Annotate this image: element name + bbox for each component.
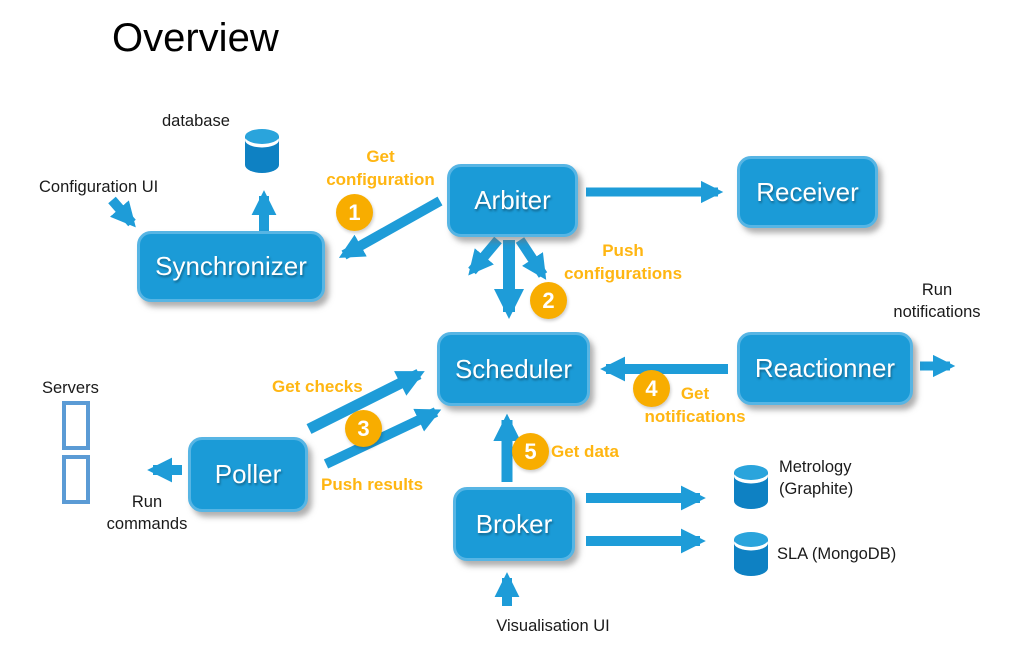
metrology-label: Metrology (Graphite) <box>779 458 854 499</box>
arrow-poller-push-results <box>323 407 442 469</box>
server-icon <box>62 455 90 504</box>
flow-label-get-configuration: Get configuration <box>326 147 435 189</box>
page-title: Overview <box>112 16 279 60</box>
flow-label-get-data: Get data <box>551 442 620 461</box>
database-label: database <box>162 112 230 130</box>
run-notifications-label: Run notifications <box>893 281 981 322</box>
node-scheduler: Scheduler <box>437 332 590 406</box>
node-receiver: Receiver <box>737 156 878 228</box>
visualisation-ui-label: Visualisation UI <box>496 617 610 635</box>
node-broker: Broker <box>453 487 575 561</box>
configuration-ui-label: Configuration UI <box>39 178 159 196</box>
server-icon <box>62 401 90 450</box>
metrology-database-icon <box>734 465 768 509</box>
node-arbiter: Arbiter <box>447 164 578 237</box>
flow-label-push-results: Push results <box>321 475 424 494</box>
arrow-poller-get-checks <box>306 369 425 434</box>
step-1-badge: 1 <box>336 194 373 231</box>
node-arbiter-label: Arbiter <box>474 185 551 215</box>
arrow-arbiter-to-synchronizer <box>338 196 443 260</box>
step-4-badge: 4 <box>633 370 670 407</box>
node-scheduler-label: Scheduler <box>454 353 573 384</box>
flow-label-get-checks: Get checks <box>272 377 363 396</box>
sla-label: SLA (MongoDB) <box>777 545 897 563</box>
database-icon <box>245 129 279 173</box>
node-synchronizer: Synchronizer <box>137 231 325 302</box>
arrow-configui-to-synchronizer <box>108 196 136 228</box>
flow-label-push-configurations: Push configurations <box>563 241 683 283</box>
arrow-arbiter-fan-left <box>468 236 502 276</box>
node-reactionner: Reactionner <box>737 332 913 405</box>
sla-database-icon <box>734 532 768 576</box>
step-1-number: 1 <box>348 199 361 225</box>
node-reactionner-label: Reactionner <box>754 353 896 383</box>
node-synchronizer-label: Synchronizer <box>155 251 307 281</box>
step-2-badge: 2 <box>530 282 567 319</box>
node-receiver-label: Receiver <box>756 176 859 207</box>
step-4-number: 4 <box>645 375 658 401</box>
arrow-arbiter-fan-right <box>515 237 548 280</box>
step-5-badge: 5 <box>512 433 549 470</box>
node-poller: Poller <box>188 437 308 512</box>
flow-label-get-notifications: Get notifications <box>644 384 746 426</box>
step-3-badge: 3 <box>345 410 382 447</box>
node-poller-label: Poller <box>214 459 282 489</box>
step-3-number: 3 <box>357 415 370 441</box>
run-commands-label: Run commands <box>106 493 188 534</box>
step-5-number: 5 <box>524 438 537 464</box>
servers-label: Servers <box>42 379 99 397</box>
step-2-number: 2 <box>542 287 555 313</box>
node-broker-label: Broker <box>475 508 553 539</box>
